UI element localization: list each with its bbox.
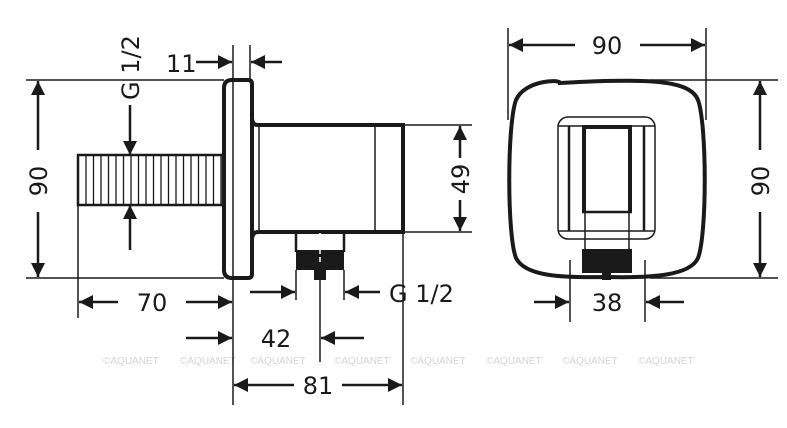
- cover-plate: [507, 78, 707, 280]
- outlet-offset-label: 42: [261, 325, 292, 353]
- thread-label: G 1/2: [117, 35, 145, 100]
- flange: [222, 78, 254, 280]
- front-view-dimensions: 90 90 38: [507, 28, 778, 322]
- watermark: ©AQUANET: [334, 356, 390, 367]
- watermark: ©AQUANET: [103, 356, 159, 367]
- pipe-length-label: 70: [137, 289, 168, 317]
- holder: [557, 116, 656, 240]
- front-view-part: [507, 78, 707, 280]
- outlet-thread-label: G 1/2: [389, 280, 454, 308]
- watermark: ©AQUANET: [638, 356, 694, 367]
- front-outlet-thread: [582, 249, 632, 273]
- total-depth-label: 81: [303, 372, 334, 400]
- side-view-dimensions: G 1/2 90 11 49 70 G 1/2 42 81: [25, 35, 475, 405]
- pipe: [76, 153, 225, 207]
- watermark: ©AQUANET: [250, 356, 306, 367]
- watermark: ©AQUANET: [562, 356, 618, 367]
- side-view-part: [76, 78, 405, 280]
- thread-hatching: [85, 156, 222, 204]
- watermark: ©AQUANET: [410, 356, 466, 367]
- body-height-label: 49: [447, 164, 475, 195]
- outlet-width-label: 38: [592, 289, 623, 317]
- watermarks: ©AQUANET ©AQUANET ©AQUANET ©AQUANET ©AQU…: [103, 356, 694, 367]
- body: [250, 117, 405, 241]
- front-height-label: 90: [747, 166, 775, 197]
- flange-thickness-label: 11: [166, 50, 197, 78]
- watermark: ©AQUANET: [180, 356, 236, 367]
- height-label: 90: [25, 166, 53, 197]
- watermark: ©AQUANET: [486, 356, 542, 367]
- width-label: 90: [592, 32, 623, 60]
